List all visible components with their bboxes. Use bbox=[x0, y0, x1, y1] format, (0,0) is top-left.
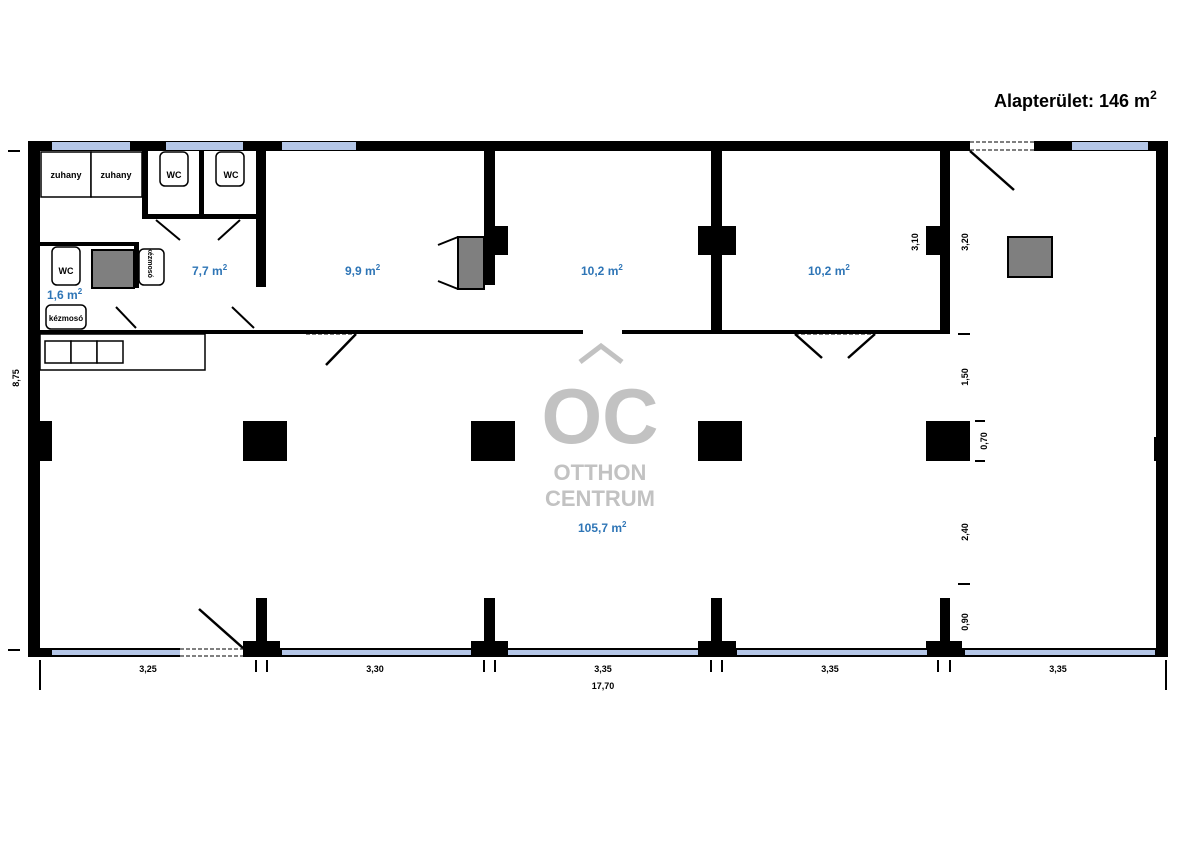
shower-label: zuhany bbox=[50, 170, 81, 180]
shafts bbox=[91, 236, 1053, 290]
dimension-label: 3,35 bbox=[594, 664, 612, 674]
otthon-centrum-logo: OC OTTHON CENTRUM bbox=[542, 342, 659, 511]
total-width-label: 17,70 bbox=[592, 681, 615, 691]
dimension-label: 3,35 bbox=[821, 664, 839, 674]
bathroom-fixtures bbox=[39, 151, 245, 371]
sink-label: kézmosó bbox=[146, 248, 153, 278]
room-area-office-2: 10,2 m2 bbox=[581, 263, 623, 278]
dimension-label: 3,30 bbox=[366, 664, 384, 674]
interior-doors bbox=[115, 219, 876, 366]
dimension-label: 1,50 bbox=[960, 368, 970, 386]
dimension-label: 0,70 bbox=[979, 432, 989, 450]
svg-text:OTTHON: OTTHON bbox=[554, 460, 647, 485]
wc-label: WC bbox=[224, 170, 239, 180]
entrance-doors bbox=[180, 141, 1034, 657]
room-area-wc: 1,6 m2 bbox=[47, 287, 83, 302]
svg-text:OC: OC bbox=[542, 372, 659, 460]
room-area-main-hall: 105,7 m2 bbox=[578, 520, 627, 535]
floor-area-title: Alapterület: 146 m2 bbox=[994, 88, 1157, 111]
dimension-ticks bbox=[8, 150, 1167, 690]
wc-label: WC bbox=[167, 170, 182, 180]
wc-label: WC bbox=[59, 266, 74, 276]
dimension-label: 0,90 bbox=[960, 613, 970, 631]
windows bbox=[52, 142, 1155, 655]
room-area-washroom: 7,7 m2 bbox=[192, 263, 228, 278]
dimension-label: 3,25 bbox=[139, 664, 157, 674]
shower-label: zuhany bbox=[100, 170, 131, 180]
interior-walls bbox=[40, 151, 970, 649]
svg-text:CENTRUM: CENTRUM bbox=[545, 486, 655, 511]
sink-label: kézmosó bbox=[49, 314, 83, 323]
height-label: 8,75 bbox=[11, 369, 21, 387]
dimension-label: 3,20 bbox=[960, 233, 970, 251]
room-area-office-1: 9,9 m2 bbox=[345, 263, 381, 278]
room-area-office-3: 10,2 m2 bbox=[808, 263, 850, 278]
dimension-label: 3,35 bbox=[1049, 664, 1067, 674]
dimension-label: 2,40 bbox=[960, 523, 970, 541]
dimension-label: 3,10 bbox=[910, 233, 920, 251]
